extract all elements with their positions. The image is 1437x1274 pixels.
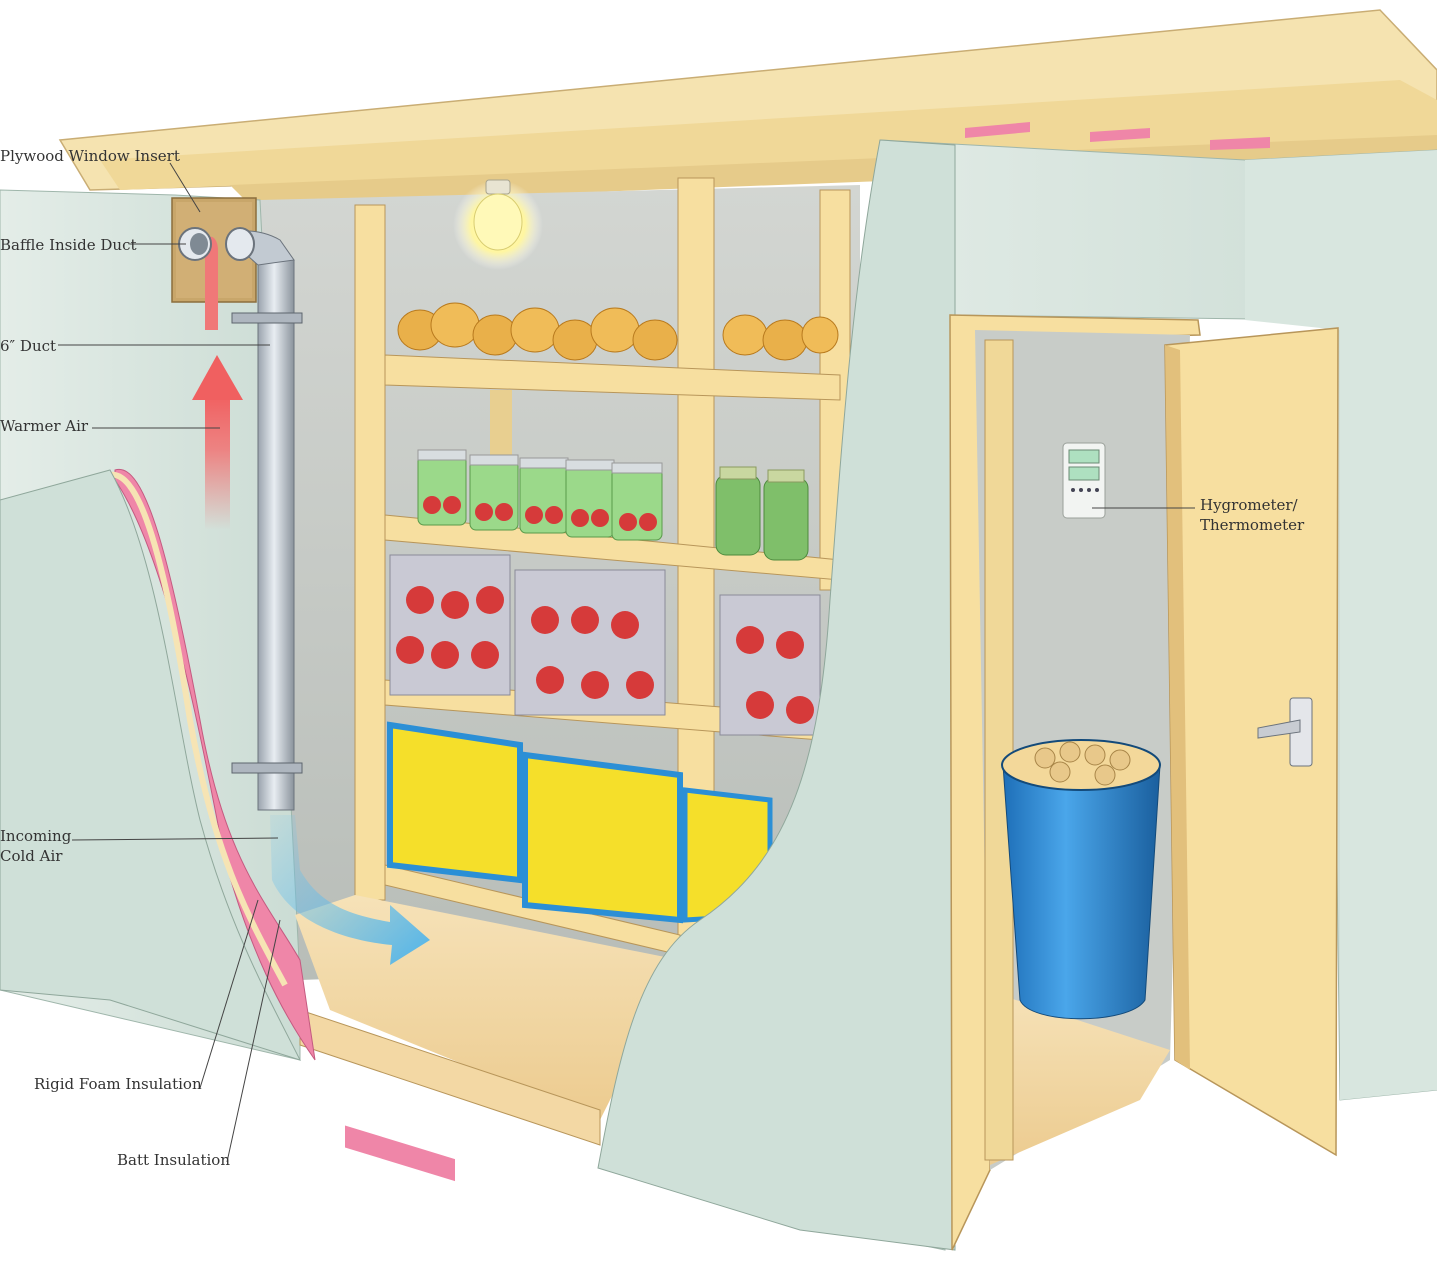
hygrometer-icon	[1063, 443, 1105, 518]
label-rigid-foam-insulation: Rigid Foam Insulation	[34, 1074, 202, 1094]
potato-barrel	[1002, 740, 1160, 1019]
label-incoming-cold-air-line2: Cold Air	[0, 846, 62, 866]
light-bulb-icon	[453, 180, 543, 270]
label-incoming-cold-air-line1: Incoming	[0, 826, 71, 846]
label-batt-insulation: Batt Insulation	[117, 1150, 230, 1170]
label-plywood-window-insert: Plywood Window Insert	[0, 146, 180, 166]
label-six-inch-duct: 6″ Duct	[0, 336, 56, 356]
label-baffle-inside-duct: Baffle Inside Duct	[0, 235, 137, 255]
label-warmer-air: Warmer Air	[0, 416, 88, 436]
label-hygrometer-line2: Thermometer	[1200, 515, 1304, 535]
label-hygrometer-line1: Hygrometer/	[1200, 495, 1298, 515]
